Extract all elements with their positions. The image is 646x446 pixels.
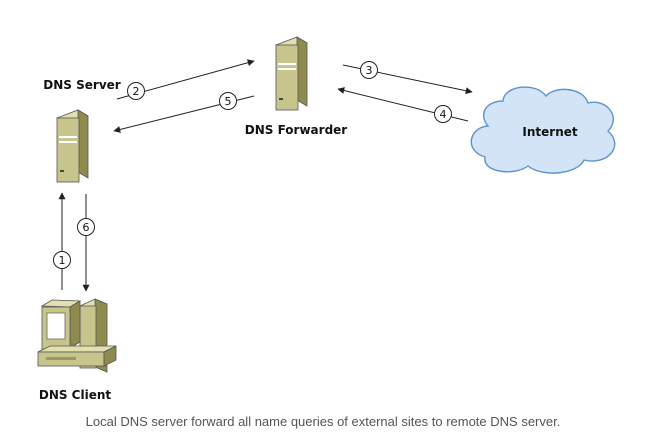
dns-forwarder-label: DNS Forwarder	[245, 123, 348, 137]
svg-text:3: 3	[366, 64, 373, 77]
internet-cloud-icon	[470, 86, 616, 174]
dns-server-icon	[56, 109, 89, 183]
step-badge-1: 1	[53, 251, 71, 269]
dns-server-label: DNS Server	[43, 78, 120, 92]
svg-text:4: 4	[440, 108, 447, 121]
svg-text:5: 5	[225, 95, 232, 108]
step-badge-6: 6	[77, 218, 95, 236]
svg-text:2: 2	[133, 85, 140, 98]
dns-forwarder-icon	[275, 36, 308, 111]
dns-client-label: DNS Client	[39, 388, 112, 402]
dns-forwarding-diagram: DNS Server DNS Forwarder Internet DNS Cl…	[37, 36, 616, 402]
step-badge-5: 5	[219, 92, 237, 110]
step-badge-4: 4	[434, 105, 452, 123]
svg-text:6: 6	[83, 221, 90, 234]
dns-client-computer-icon	[37, 298, 117, 373]
internet-label: Internet	[522, 125, 577, 139]
svg-text:1: 1	[59, 254, 66, 267]
step-badge-2: 2	[127, 82, 145, 100]
figure-caption: Local DNS server forward all name querie…	[85, 414, 561, 429]
step-badge-3: 3	[360, 61, 378, 79]
